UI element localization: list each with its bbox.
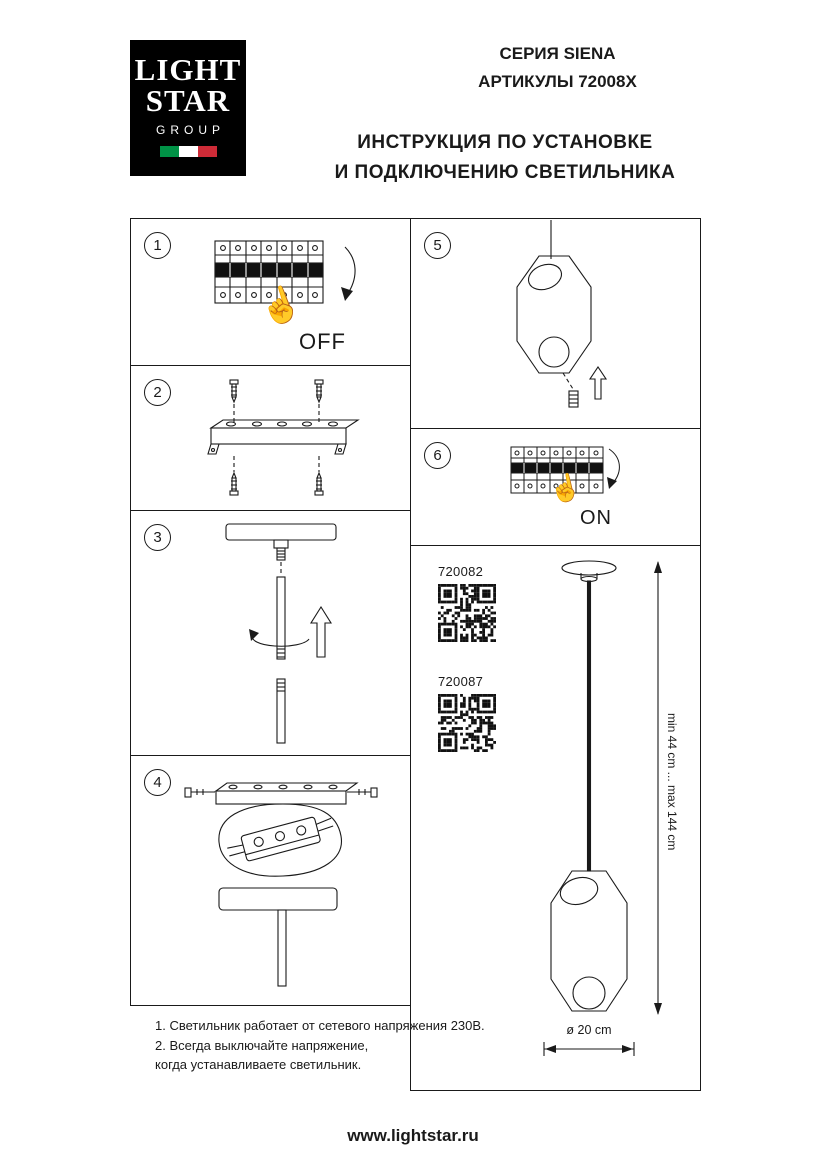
hand-icon: ☝ (546, 469, 585, 507)
qr-pattern (438, 584, 496, 642)
circuit-breaker-on-drawing (510, 446, 620, 494)
italian-flag-icon (159, 146, 217, 157)
mounting-bracket-drawing (207, 379, 360, 496)
page-title: ИНСТРУКЦИЯ ПО УСТАНОВКЕ И ПОДКЛЮЧЕНИЮ СВ… (305, 128, 705, 188)
logo-word-light: LIGHT (134, 52, 242, 87)
articles-title: АРТИКУЛЫ 72008X (478, 72, 637, 91)
header-block: СЕРИЯ SIENA АРТИКУЛЫ 72008X (415, 44, 700, 92)
circuit-breaker-off-drawing (214, 240, 356, 304)
step-number-5: 5 (424, 232, 451, 259)
page-title-line2: И ПОДКЛЮЧЕНИЮ СВЕТИЛЬНИКА (334, 162, 676, 183)
website-url: www.lightstar.ru (347, 1126, 479, 1145)
lightstar-logo: LIGHT STAR GROUP (130, 40, 246, 176)
logo-word-group: GROUP (155, 123, 225, 137)
canopy-rod-assembly-drawing (225, 523, 337, 744)
terminal-block-wiring-drawing (184, 782, 378, 987)
step-number-3: 3 (144, 524, 171, 551)
pendant-lamp-dimension-drawing (543, 560, 662, 1056)
step-panel-4: 4 (130, 755, 411, 1006)
step-number-6: 6 (424, 442, 451, 469)
step-number-4: 4 (144, 769, 171, 796)
qr-code-2 (438, 694, 496, 752)
note-line-1: 1. Светильник работает от сетевого напря… (155, 1018, 485, 1033)
flag-white (178, 146, 198, 157)
product-code-2: 720087 (438, 674, 484, 689)
step-panel-1: 1 ☝ OFF (130, 218, 411, 366)
logo-word-star: STAR (145, 83, 231, 118)
step-number-1: 1 (144, 232, 171, 259)
breaker-on-label: ON (580, 507, 612, 529)
step-panel-3: 3 (130, 510, 411, 756)
height-range-label: min 44 cm ... max 144 cm (665, 713, 679, 851)
step-panel-5: 5 (410, 218, 701, 429)
page-title-line1: ИНСТРУКЦИЯ ПО УСТАНОВКЕ (357, 132, 653, 153)
flag-green (159, 146, 179, 157)
safety-notes: 1. Светильник работает от сетевого напря… (155, 1016, 485, 1075)
step-number-2: 2 (144, 379, 171, 406)
product-code-1: 720082 (438, 564, 484, 579)
qr-pattern (438, 694, 496, 752)
product-panel: 720082 720087 min 44 cm ... max 144 cm ø… (410, 545, 701, 1091)
diameter-label: ø 20 cm (566, 1023, 612, 1037)
flag-red (197, 146, 217, 157)
note-line-2: 2. Всегда выключайте напряжение, (155, 1037, 369, 1053)
qr-code-1 (438, 584, 496, 642)
step-panel-6: 6 ☝ ON (410, 428, 701, 546)
series-title: СЕРИЯ SIENA (499, 44, 616, 63)
lamp-shade-drawing (516, 220, 608, 408)
breaker-off-label: OFF (299, 329, 346, 354)
step-panel-2: 2 (130, 365, 411, 511)
note-line-3: когда устанавливаете светильник. (155, 1057, 362, 1072)
